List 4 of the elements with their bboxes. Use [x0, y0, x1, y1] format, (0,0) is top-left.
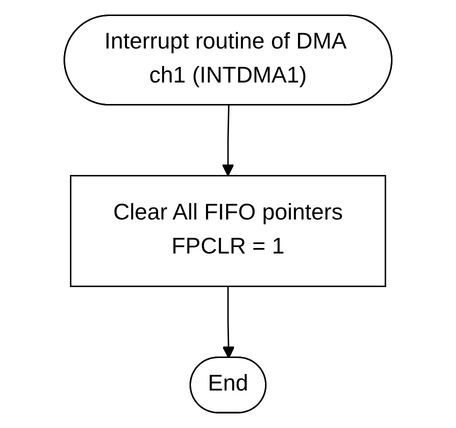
arrow — [222, 286, 235, 359]
node-box — [70, 174, 386, 288]
arrow — [222, 105, 234, 176]
flowchart: Interrupt routine of DMA ch1 (INTDMA1) Clear All FIFO pointers FPCLR = 1 End — [52, 4, 404, 424]
